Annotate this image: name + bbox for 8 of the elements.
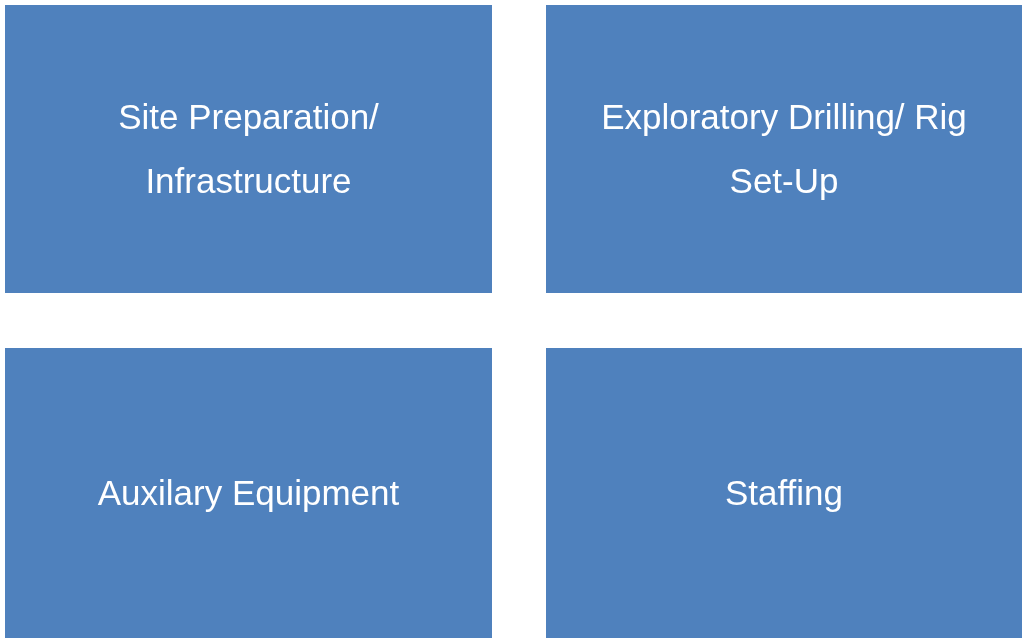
process-box bbox=[5, 348, 492, 638]
process-box bbox=[546, 5, 1022, 293]
box-label: Site Preparation/ Infrastructure bbox=[117, 96, 380, 202]
process-box bbox=[5, 5, 492, 293]
box-label: Staffing bbox=[724, 472, 844, 514]
box-label: Exploratory Drilling/ Rig Set-Up bbox=[600, 96, 968, 202]
process-box bbox=[546, 348, 1022, 638]
box-label: Auxilary Equipment bbox=[97, 472, 400, 514]
